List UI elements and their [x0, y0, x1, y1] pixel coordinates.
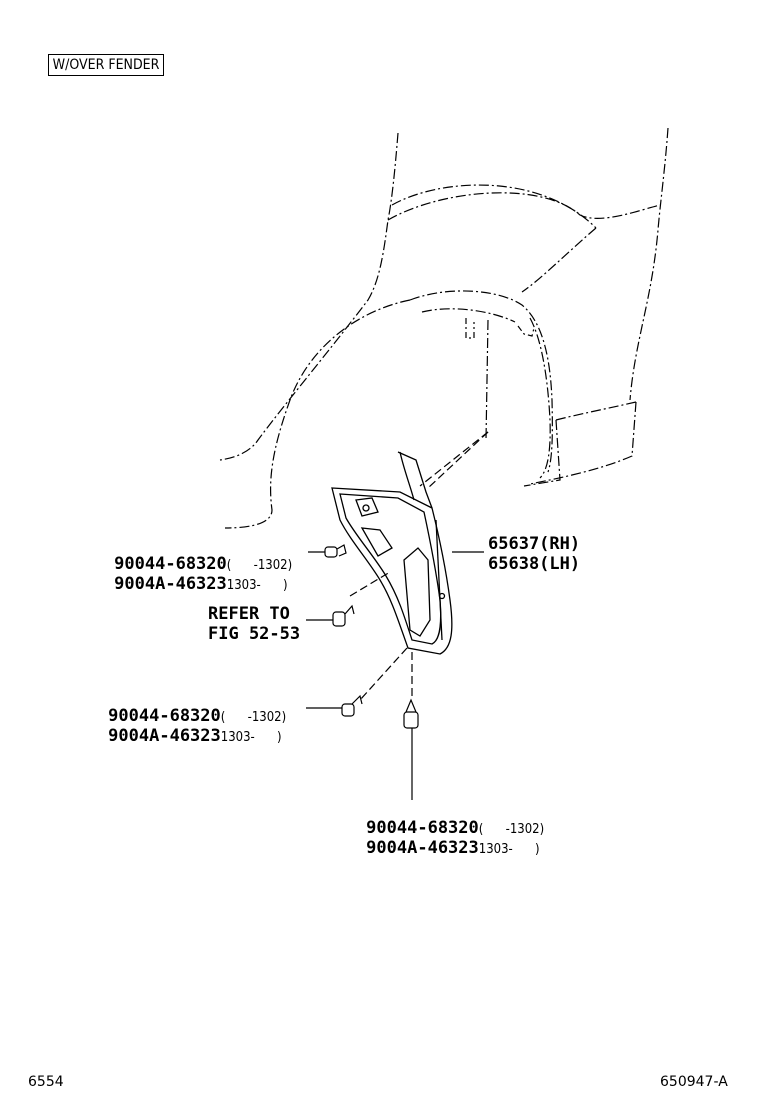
part-number[interactable]: 90044-68320	[108, 706, 221, 726]
part-number[interactable]: 9004A-46323	[114, 574, 227, 594]
upper-clip	[324, 544, 347, 558]
part-number[interactable]: 9004A-46323	[366, 838, 479, 858]
body-phantom-outline	[219, 127, 669, 529]
leader-lines	[306, 551, 484, 800]
page-number: 6554	[28, 1074, 64, 1090]
lower-clip	[341, 694, 363, 717]
middle-clip	[332, 604, 355, 627]
date-range: ( -1302)	[226, 558, 293, 573]
bottom-clip	[403, 698, 419, 729]
callout-bottom-clip: 90044-68320( -1302)	[356, 798, 544, 840]
date-range: 1303- )	[478, 842, 540, 857]
callout-lower-clip: 90044-68320( -1302)	[98, 686, 286, 728]
part-number[interactable]: 9004A-46323	[108, 726, 221, 746]
refer-line-1: REFER TO	[208, 604, 290, 624]
date-range: 1303- )	[220, 730, 282, 745]
callout-upper-clip-alt: 9004A-463231303- )	[104, 554, 288, 596]
install-guide-lines	[349, 431, 489, 701]
part-number[interactable]: 90044-68320	[114, 554, 227, 574]
part-number[interactable]: 90044-68320	[366, 818, 479, 838]
figure-id: 650947-A	[660, 1074, 728, 1090]
date-range: ( -1302)	[220, 710, 287, 725]
variant-label: W/OVER FENDER	[48, 54, 164, 76]
mudguard-rh-part[interactable]: 65637(RH)	[488, 534, 581, 554]
callout-bottom-clip-alt: 9004A-463231303- )	[356, 818, 540, 860]
mudguard-lh-part[interactable]: 65638(LH)	[488, 554, 581, 574]
callout-lower-clip-alt: 9004A-463231303- )	[98, 706, 282, 748]
refer-line-2[interactable]: FIG 52-53	[208, 624, 301, 644]
fender-bracket	[465, 318, 535, 339]
date-range: ( -1302)	[478, 822, 545, 837]
mudguard-part	[331, 451, 453, 655]
callout-upper-clip: 90044-68320( -1302)	[104, 534, 292, 576]
date-range: 1303- )	[226, 578, 288, 593]
